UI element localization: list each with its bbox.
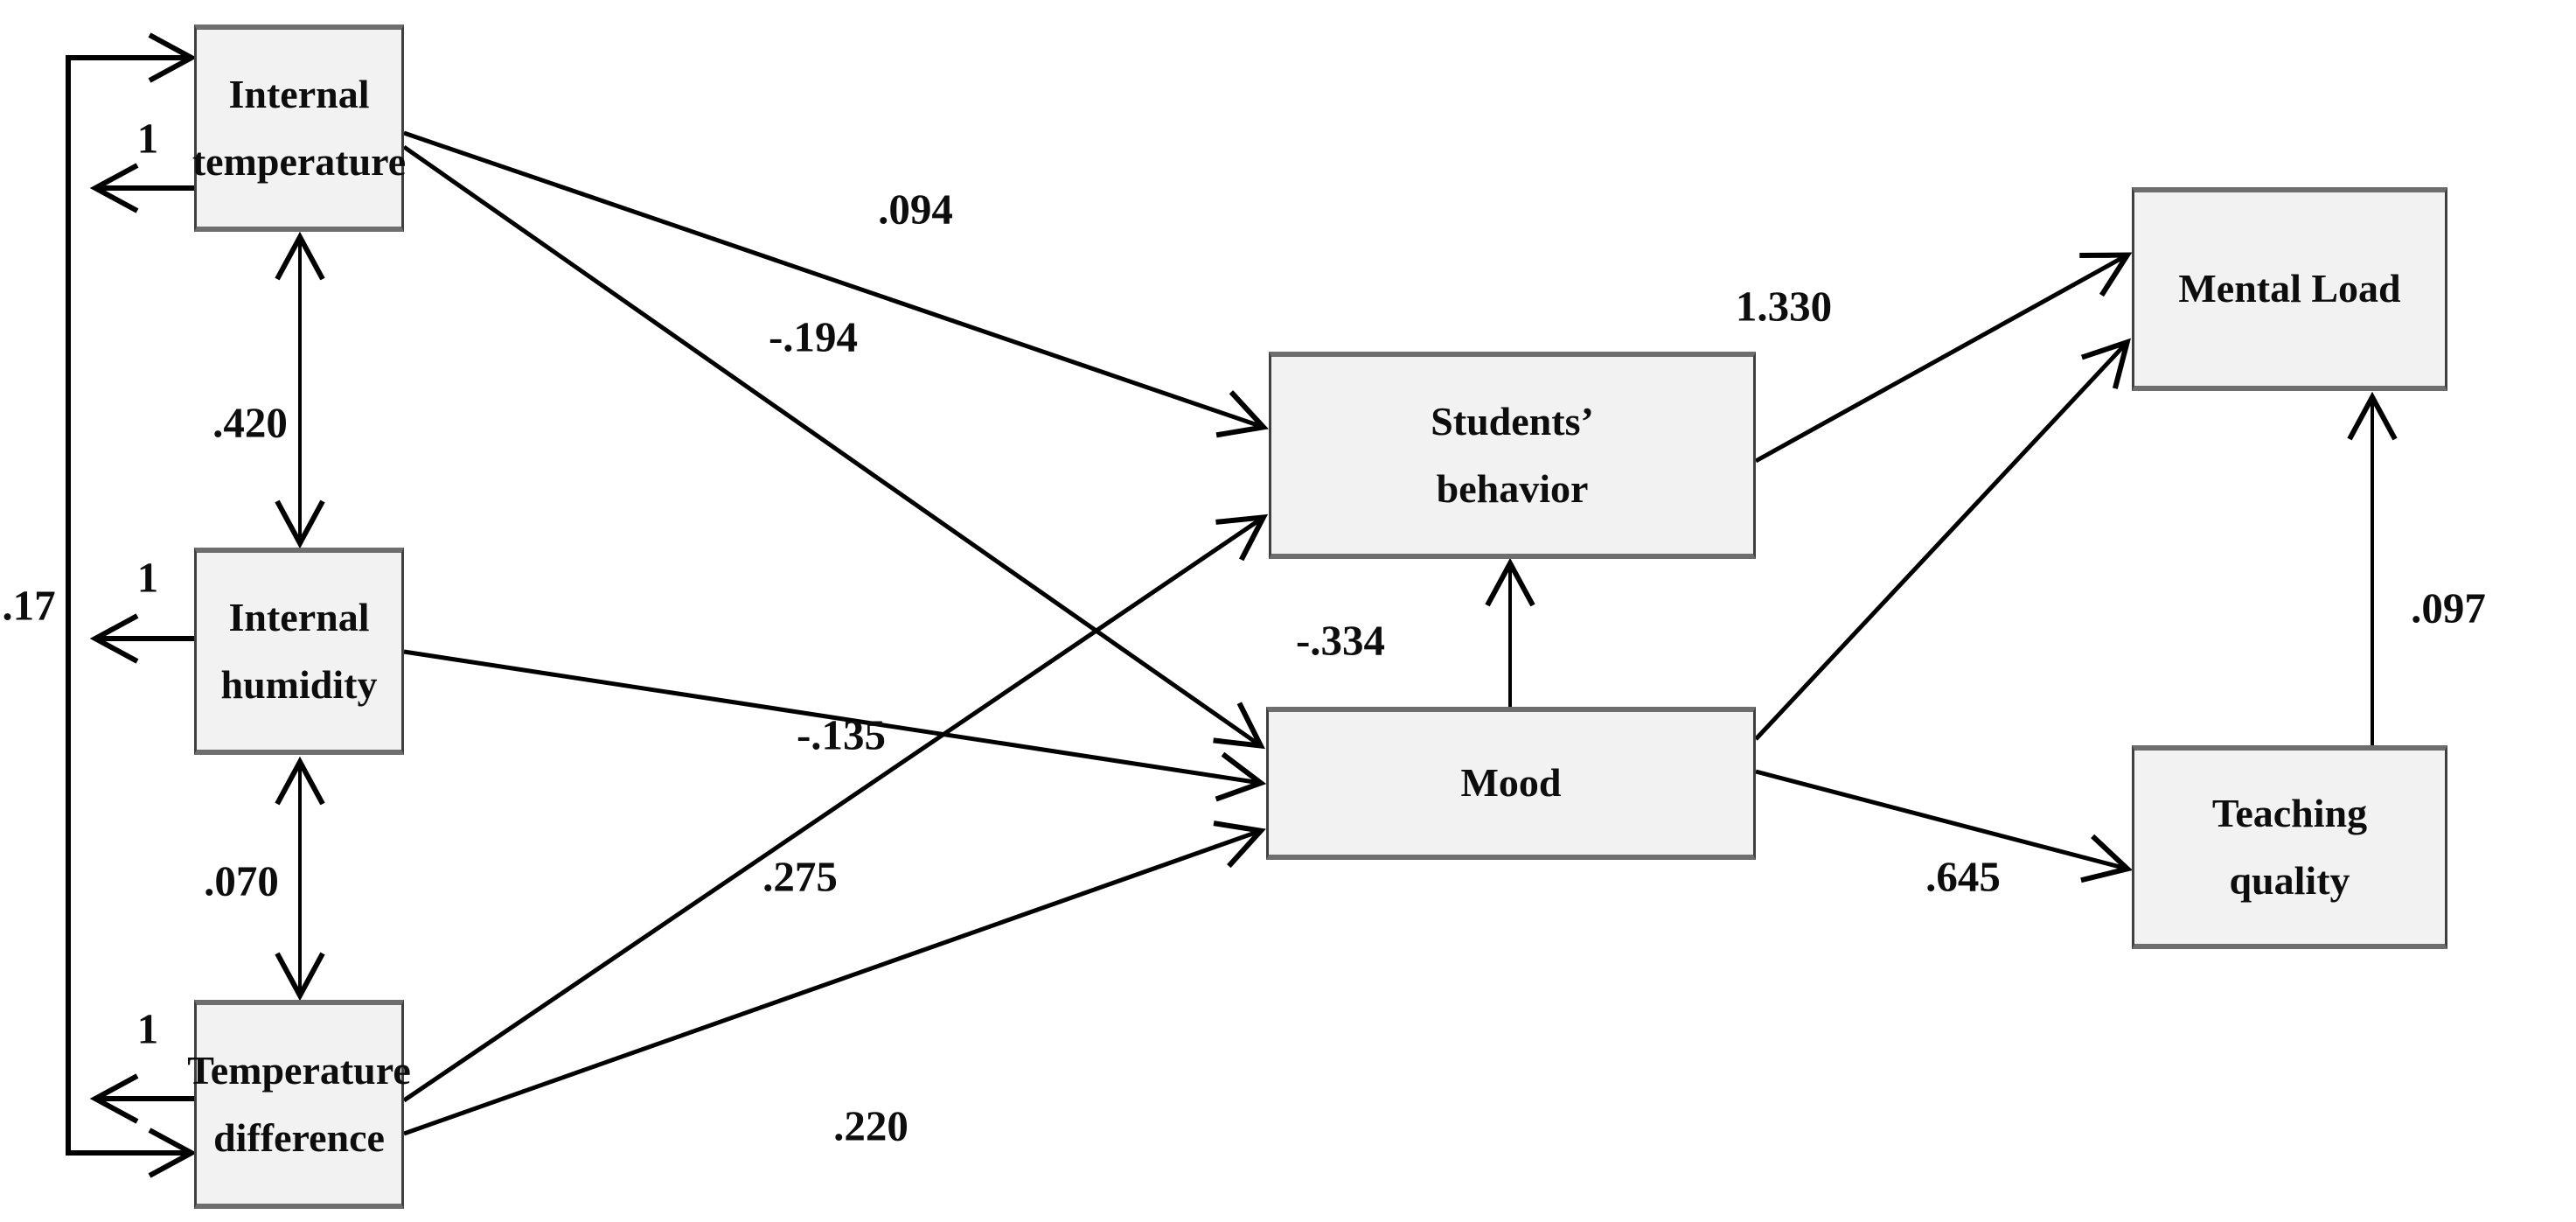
node-label: Mental Load [2178,266,2401,311]
node-internal-temperature: Internal temperature [191,24,407,232]
coef-covariance-temp-tempdiff: .17 [2,581,56,630]
path-tempdiff-to-mood [403,820,1266,1136]
residual-loading-humidity: 1 [136,553,159,602]
node-mood: Mood [1266,707,1756,860]
node-label: behavior [1436,465,1589,511]
node-label: Internal [228,594,370,639]
node-students-behavior: Students’ behavior [1269,352,1756,559]
node-mental-load: Mental Load [2132,187,2447,391]
path-behavior-to-mentalload [1754,252,2133,464]
coef-temperature-to-behavior: .094 [878,185,953,234]
path-mood-to-teaching [1755,769,2134,883]
covariance-temp-tempdiff [66,32,198,1178]
path-humidity-to-mood [403,649,1267,802]
coef-humidity-to-mood: -.135 [796,710,887,759]
coef-behavior-to-mentalload: 1.330 [1735,282,1833,331]
node-temperature-difference: Temperature difference [187,1000,411,1209]
node-label: humidity [220,661,378,707]
node-label: Teaching [2211,790,2368,835]
coef-mood-to-teaching: .645 [1925,852,2001,901]
node-label: Internal [228,71,370,116]
coef-covariance-temp-humidity: .420 [212,398,288,447]
node-teaching-quality: Teaching quality [2132,745,2447,949]
node-internal-humidity: Internal humidity [194,548,404,755]
coef-tempdiff-to-behavior: .275 [762,852,838,901]
residual-loading-tempdiff: 1 [136,1004,159,1053]
node-label: Students’ [1431,398,1594,443]
coef-covariance-humidity-tempdiff: .070 [204,856,279,905]
node-label: difference [213,1114,385,1160]
coef-mood-to-behavior: -.334 [1295,616,1386,665]
coef-teaching-to-mentalload: .097 [2411,583,2486,632]
coef-temperature-to-mood: -.194 [768,312,859,361]
path-temperature-to-mood [402,144,1265,750]
node-label: temperature [191,138,407,184]
residual-loading-temperature: 1 [136,114,159,163]
node-label: Temperature [187,1047,411,1093]
path-tempdiff-to-behavior [402,513,1269,1103]
node-label: Mood [1460,760,1562,806]
node-label: quality [2229,857,2350,903]
path-mood-to-mentalload [1754,338,2131,741]
coef-tempdiff-to-mood: .220 [833,1101,909,1150]
path-temperature-to-behavior [403,130,1269,438]
